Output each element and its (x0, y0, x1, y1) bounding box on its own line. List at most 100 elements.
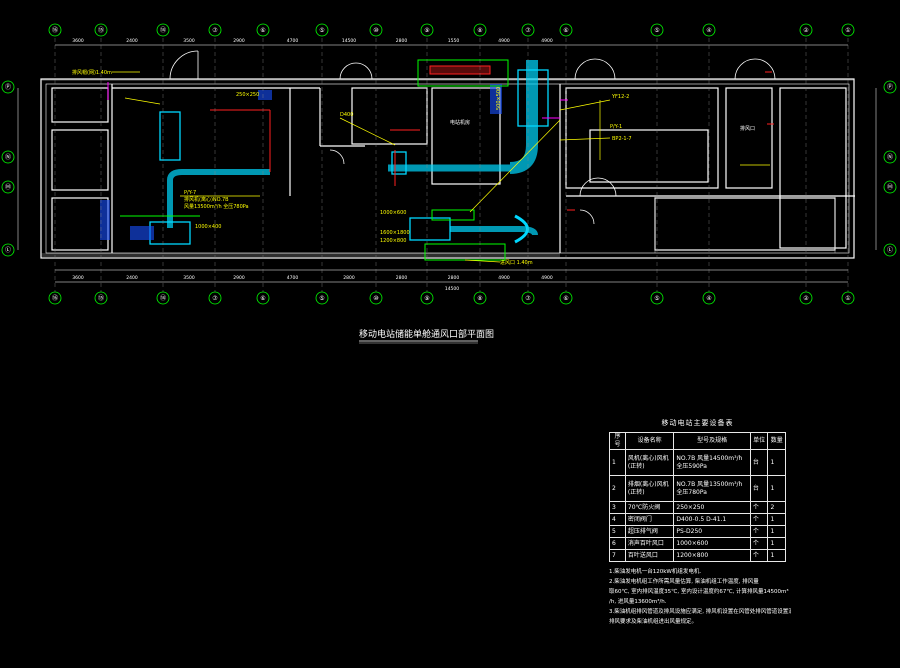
axis-bottom-label: ② (803, 295, 809, 302)
cell: 1 (767, 525, 786, 538)
dim-top: 3600 (72, 38, 84, 44)
axis-left-circle (1, 150, 15, 164)
label-1000x400: 1000×400 (195, 224, 221, 230)
col-unit: 单位 (749, 432, 769, 450)
axis-bottom-circle (48, 291, 62, 305)
axis-bottom-label: ⑩ (373, 295, 378, 302)
label-1600x1800: 1600×1800 (380, 230, 410, 236)
room-right-3 (779, 87, 847, 249)
inner-wall-line (45, 83, 850, 254)
axis-top-circle (208, 23, 222, 37)
axis-right-label: Ⓛ (887, 246, 893, 254)
axis-bottom-label: ⑭ (160, 294, 166, 302)
dim-bottom: 4700 (287, 275, 299, 281)
cell: 1 (767, 537, 786, 550)
dim-bottom: 3600 (72, 275, 84, 281)
axis-top-circle (702, 23, 716, 37)
duct-silencer (409, 217, 451, 241)
label-exhaust-cap: 排风帽(网)1.40m (72, 69, 112, 76)
dim-bottom: 3500 (183, 275, 195, 281)
room-mid-1 (351, 87, 428, 145)
cell: 250×250 (673, 501, 751, 514)
note-line: 3.柴油机组排风管道及排风设施应满足, 排风机设置在风管处排风管道设置消声, 满… (609, 609, 791, 615)
axis-bottom-circle (208, 291, 222, 305)
title-block: 移动电站储能单舱通风口部平面图 (359, 328, 494, 344)
axis-top-label: ⑨ (424, 27, 429, 34)
room-left-2 (51, 129, 109, 191)
door-swing-1 (169, 50, 199, 80)
axis-left-label: Ⓜ (5, 183, 11, 191)
axis-top-label: ⑮ (98, 26, 104, 34)
dim-top: 1550 (448, 38, 460, 44)
axis-bottom-label: ⑤ (319, 295, 324, 302)
cell: 个 (749, 537, 769, 550)
axis-top-label: ⑧ (477, 27, 482, 34)
axis-bottom-label: ⑤ (654, 295, 659, 302)
cell: 密闭阀门 (624, 513, 675, 526)
label-500x500: 500×500 (496, 87, 502, 110)
cell: 个 (749, 501, 769, 514)
axis-right-label: Ⓜ (887, 183, 893, 191)
axis-top-circle (48, 23, 62, 37)
axis-top-circle (559, 23, 573, 37)
magenta-markers (107, 82, 568, 119)
axis-bottom-label: ⑧ (477, 295, 482, 302)
axis-left-label: Ⓝ (5, 153, 11, 161)
axis-top-label: ⑥ (260, 27, 265, 34)
design-notes: 1.柴油发电机一台120kW机组发电机. 2.柴油发电机组工作所需风量估算, 柴… (609, 567, 791, 627)
axis-top-circle (156, 23, 170, 37)
label-1000x600: 1000×600 (380, 210, 406, 216)
axis-left-circle (1, 180, 15, 194)
axis-bottom-circle (94, 291, 108, 305)
axis-top-label: ⑭ (160, 26, 166, 34)
room-right-2 (725, 87, 773, 189)
label-fan-model: 排风机(离心)NO.7B (184, 196, 229, 203)
dim-bottom: 2800 (396, 275, 408, 281)
cell: 超压排气阀 (624, 525, 675, 538)
axis-top-circle (650, 23, 664, 37)
axis-bottom-circle (420, 291, 434, 305)
leader-lines (112, 71, 770, 263)
room-mid-2 (431, 87, 501, 185)
axis-top-label: ⑯ (52, 26, 58, 34)
cell: 1 (767, 513, 786, 526)
axis-top-circle (94, 23, 108, 37)
duct-elbow (514, 214, 529, 244)
axis-bottom-circle (315, 291, 329, 305)
dim-bottom: 4900 (498, 275, 510, 281)
axis-top-label: ⑦ (212, 27, 218, 34)
col-no: 序号 (609, 432, 626, 450)
note-line: /h, 进风量13600m³/h. (609, 599, 667, 605)
cell: 百叶送风口 (624, 549, 675, 562)
equipment-table-title: 移动电站主要设备表 (661, 419, 734, 427)
label-intake: 进风口 1.40m (500, 259, 533, 266)
axis-top-label: ⑤ (654, 27, 659, 34)
label-250x250: 250×250 (236, 92, 259, 98)
axis-bottom-circle (702, 291, 716, 305)
axis-bottom-circle (156, 291, 170, 305)
axis-top-label: ⑥ (563, 27, 568, 34)
duct-valve (391, 151, 407, 175)
axis-right-circle (883, 80, 897, 94)
col-name: 设备名称 (624, 432, 675, 450)
room-right-lower (654, 197, 836, 251)
cell: 台 (749, 475, 769, 502)
note-line: 1.柴油发电机一台120kW机组发电机. (609, 569, 702, 575)
label-py1: P/Y-1 (610, 124, 622, 130)
axis-top-label: ⑦ (525, 27, 531, 34)
dimension-lines (17, 44, 877, 283)
axis-top-circle (369, 23, 383, 37)
axis-bottom-circle (799, 291, 813, 305)
axis-grid (54, 38, 849, 292)
axis-bottom-label: ⑥ (563, 295, 568, 302)
axis-left-label: Ⓟ (5, 83, 11, 91)
dim-top: 4900 (498, 38, 510, 44)
axis-left-circle (1, 80, 15, 94)
doors (169, 50, 776, 225)
